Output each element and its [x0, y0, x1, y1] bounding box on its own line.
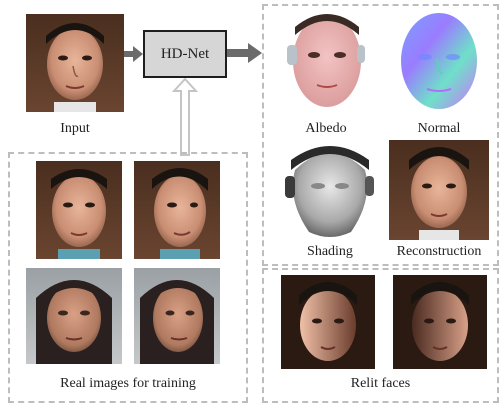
training-image-3	[26, 268, 122, 364]
training-image-2	[134, 161, 220, 259]
reconstruction-label: Reconstruction	[396, 244, 482, 259]
hd-net-box: HD-Net	[143, 30, 227, 78]
relit-face-2	[393, 275, 487, 369]
albedo-label: Albedo	[305, 121, 347, 136]
training-image-4	[134, 268, 220, 364]
reconstruction-image	[389, 140, 489, 240]
training-panel	[8, 152, 248, 403]
input-label: Input	[60, 121, 90, 136]
shading-label: Shading	[307, 244, 353, 259]
normal-label: Normal	[417, 121, 461, 136]
relit-label: Relit faces	[350, 376, 411, 391]
arrow-training-to-net	[172, 78, 198, 156]
albedo-image	[281, 9, 371, 115]
outputs-panel	[262, 4, 499, 266]
hd-net-label: HD-Net	[160, 45, 210, 62]
arrow-input-to-net	[124, 46, 143, 62]
arrow-net-to-outputs	[227, 43, 262, 63]
shading-image	[281, 140, 379, 240]
training-image-1	[36, 161, 122, 259]
input-face-image	[26, 14, 124, 112]
normal-image	[389, 9, 489, 115]
relit-face-1	[281, 275, 375, 369]
relit-panel	[262, 268, 499, 403]
training-label: Real images for training	[60, 376, 196, 391]
